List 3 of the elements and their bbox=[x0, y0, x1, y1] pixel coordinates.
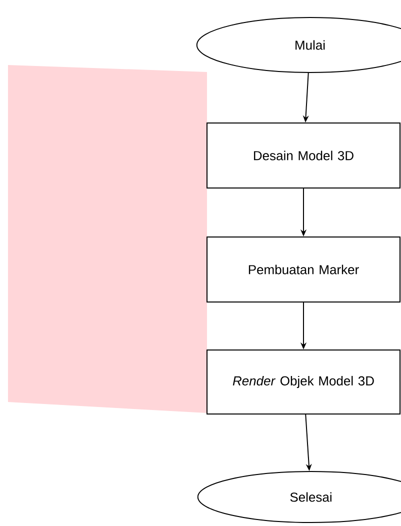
process-box: Pembuatan Marker bbox=[206, 236, 400, 302]
process-box: Render Objek Model 3D bbox=[206, 350, 400, 414]
process-box: Desain Model 3D bbox=[206, 122, 400, 188]
